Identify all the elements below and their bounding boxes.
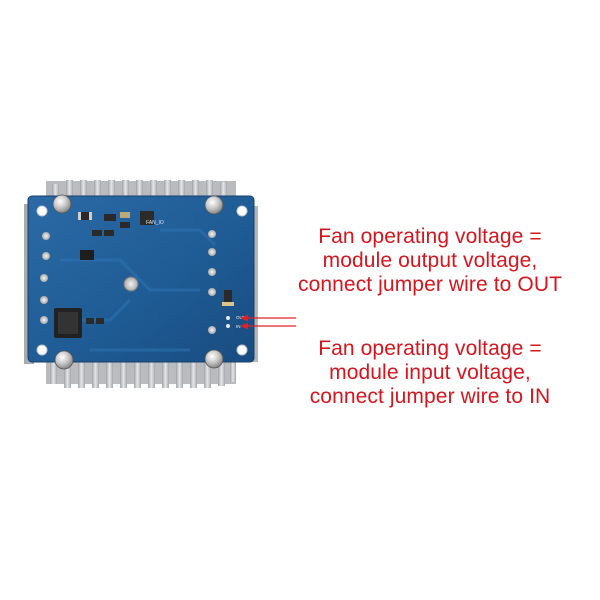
out-silkscreen: OUT <box>236 315 246 320</box>
screw-top-left <box>52 194 72 214</box>
heatsink-bottom-fins <box>46 362 236 388</box>
caption-out-line2: module output voltage, <box>322 249 538 272</box>
caption-out-line3: connect jumper wire to OUT <box>297 273 563 296</box>
caption-in-line3: connect jumper wire to IN <box>309 385 551 408</box>
center-via <box>123 276 139 292</box>
caption-in-line2: module input voltage, <box>329 361 531 384</box>
jumper-area <box>222 290 234 328</box>
fan-silkscreen: FAN_IO <box>146 220 164 226</box>
left-solder-pads <box>40 232 50 324</box>
mount-hole <box>36 205 48 217</box>
caption-fan-input-voltage: Fan operating voltage = module input vol… <box>270 337 590 409</box>
caption-out-line1: Fan operating voltage = <box>318 225 542 248</box>
screw-bottom-left <box>54 350 74 370</box>
screw-bottom-right <box>204 349 224 369</box>
caption-fan-output-voltage: Fan operating voltage = module output vo… <box>270 225 590 297</box>
caption-in-line1: Fan operating voltage = <box>318 337 542 360</box>
right-solder-pads <box>208 230 216 334</box>
in-silkscreen: IN <box>236 324 241 329</box>
power-ic <box>54 308 104 338</box>
screw-top-right <box>204 195 224 215</box>
pointer-arrows <box>240 314 296 330</box>
smd-components-top <box>78 211 154 260</box>
